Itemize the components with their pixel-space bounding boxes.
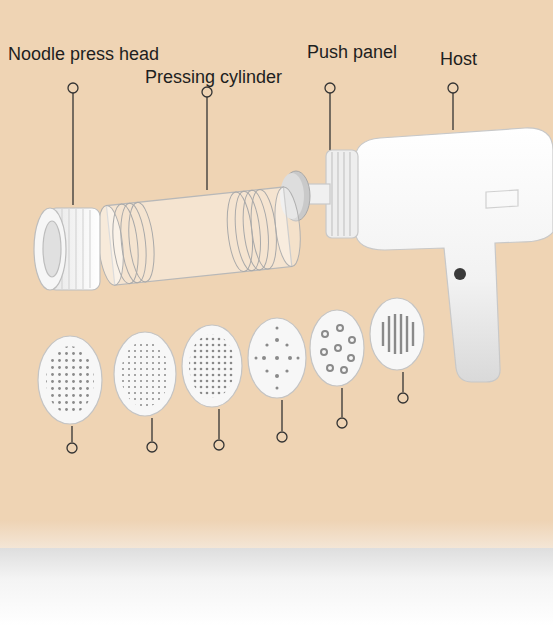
part-label: Host xyxy=(440,49,477,69)
part-label: Noodle press head xyxy=(8,44,159,64)
part-label: Pressing cylinder xyxy=(145,67,282,87)
part-label: Push panel xyxy=(307,42,397,62)
